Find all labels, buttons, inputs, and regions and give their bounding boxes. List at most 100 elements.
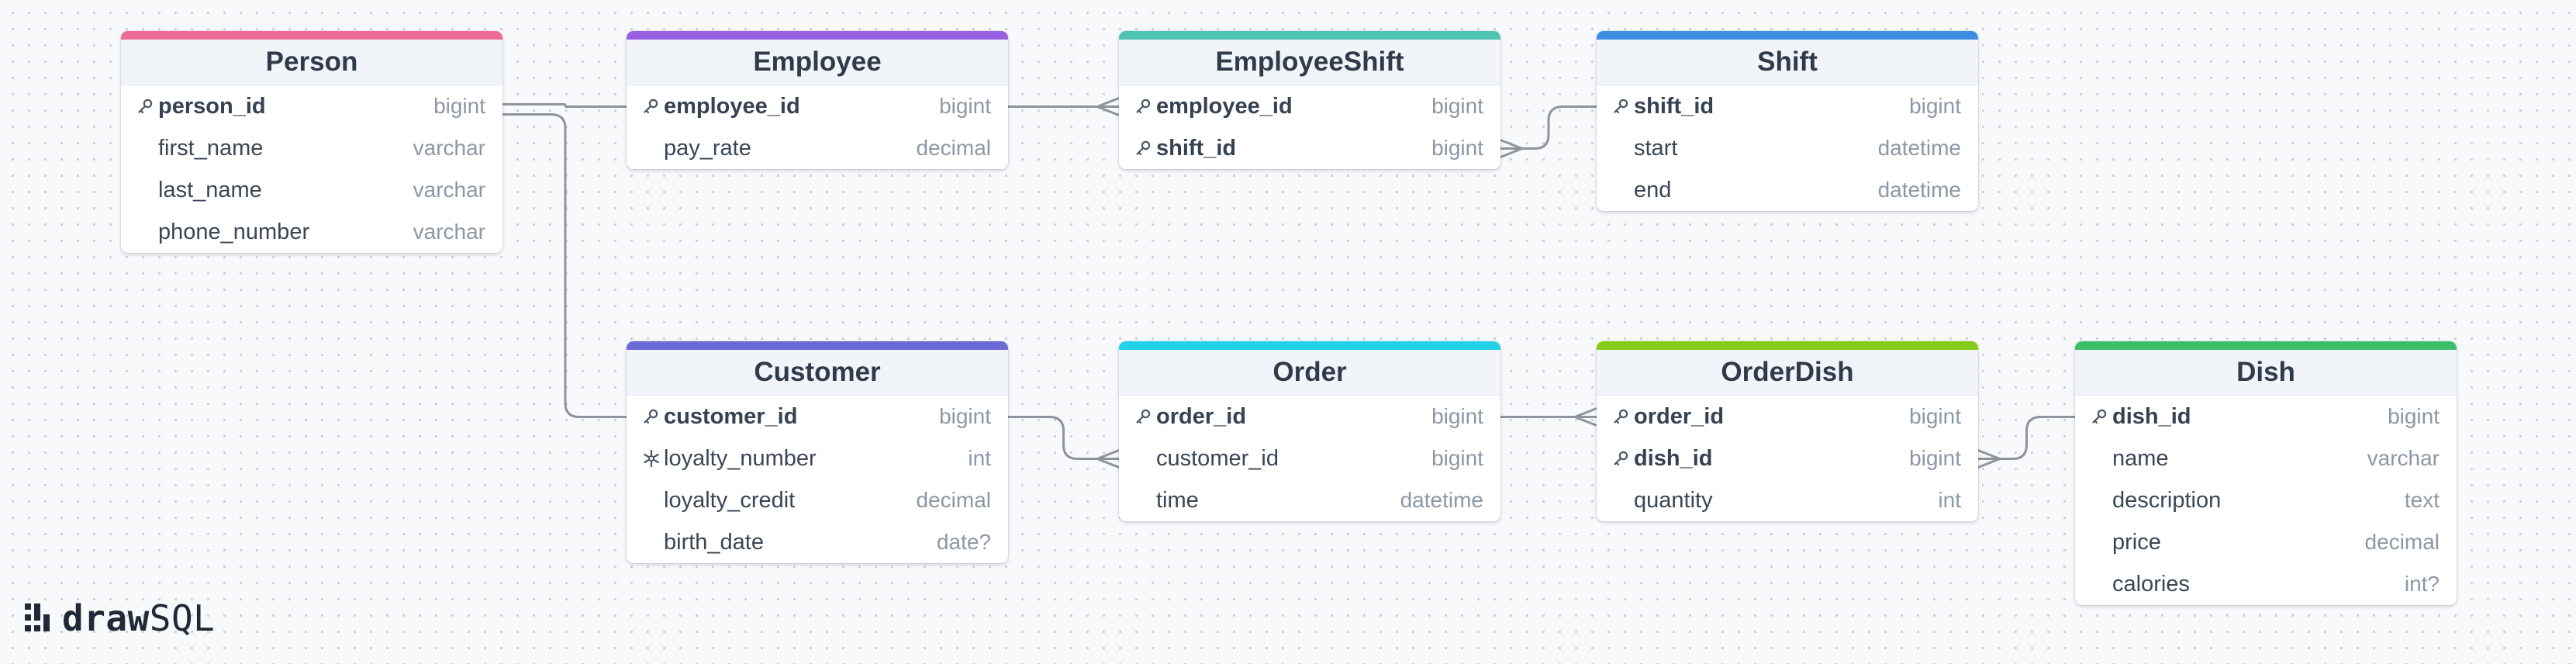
column-type: varchar: [413, 220, 485, 244]
column-type: bigint: [1909, 404, 1961, 428]
table-title[interactable]: EmployeeShift: [1119, 40, 1500, 85]
logo-text-sql: SQL: [149, 597, 216, 639]
column-type: varchar: [2367, 446, 2440, 470]
column-type: varchar: [413, 178, 485, 202]
primary-key-icon: [1134, 140, 1156, 157]
column-row-description[interactable]: description text: [2075, 479, 2457, 521]
table-title[interactable]: Customer: [627, 350, 1008, 396]
column-row-pay-rate[interactable]: pay_rate decimal: [627, 127, 1008, 169]
relation-line: [502, 113, 627, 418]
column-name: first_name: [158, 135, 264, 161]
column-name: last_name: [158, 177, 262, 202]
column-name: shift_id: [1156, 135, 1237, 161]
primary-key-icon: [642, 98, 664, 115]
column-row-loyalty-credit[interactable]: loyalty_credit decimal: [627, 479, 1008, 521]
table-color-bar: [627, 31, 1008, 40]
primary-key-icon: [642, 408, 664, 425]
column-type: int: [968, 446, 991, 470]
drawsql-logo: drawSQL: [23, 597, 215, 639]
table-title[interactable]: Person: [121, 40, 502, 85]
column-name: customer_id: [664, 403, 798, 429]
relation-line: [502, 103, 627, 108]
column-name: birth_date: [664, 529, 764, 555]
column-row-dish-id[interactable]: dish_id bigint: [2075, 396, 2457, 437]
table-title[interactable]: Order: [1119, 350, 1500, 396]
column-row-time[interactable]: time datetime: [1119, 479, 1500, 521]
table-title[interactable]: Shift: [1597, 40, 1978, 85]
column-name: person_id: [158, 93, 266, 119]
primary-key-icon: [1612, 408, 1634, 425]
column-name: end: [1634, 177, 1672, 202]
column-type: bigint: [1431, 94, 1483, 118]
column-type: bigint: [939, 94, 991, 118]
unique-key-icon: [642, 449, 664, 468]
column-type: decimal: [916, 136, 991, 160]
column-type: bigint: [939, 404, 991, 428]
primary-key-icon: [1612, 98, 1634, 115]
column-type: bigint: [1909, 446, 1961, 470]
column-row-end[interactable]: end datetime: [1597, 169, 1978, 211]
table-dish[interactable]: Dish dish_id bigint name varchar description t…: [2075, 341, 2457, 605]
column-row-quantity[interactable]: quantity int: [1597, 479, 1978, 521]
column-type: decimal: [2364, 530, 2440, 554]
primary-key-icon: [136, 98, 158, 115]
table-title[interactable]: Dish: [2075, 350, 2457, 396]
column-type: datetime: [1877, 178, 1961, 202]
relation-line: [1008, 416, 1119, 460]
primary-key-icon: [1134, 98, 1156, 115]
column-name: description: [2112, 487, 2222, 513]
table-color-bar: [121, 31, 502, 40]
column-row-last-name[interactable]: last_name varchar: [121, 169, 502, 211]
table-color-bar: [1119, 341, 1500, 350]
crows-foot-marker: [1500, 139, 1523, 158]
column-type: int: [1938, 488, 1961, 512]
column-type: text: [2404, 488, 2440, 512]
column-name: pay_rate: [664, 135, 751, 161]
table-color-bar: [2075, 341, 2457, 350]
column-type: decimal: [916, 488, 991, 512]
column-name: start: [1634, 135, 1678, 161]
column-row-name[interactable]: name varchar: [2075, 437, 2457, 479]
table-title[interactable]: Employee: [627, 40, 1008, 85]
column-type: bigint: [2388, 404, 2440, 428]
column-row-order-id[interactable]: order_id bigint: [1597, 396, 1978, 437]
logo-text-draw: draw: [62, 597, 150, 639]
column-name: order_id: [1634, 403, 1725, 429]
column-name: loyalty_credit: [664, 487, 796, 513]
crows-foot-marker: [1096, 449, 1120, 469]
column-name: time: [1156, 487, 1199, 513]
table-color-bar: [1597, 31, 1978, 40]
column-type: datetime: [1400, 488, 1483, 512]
column-row-shift-id[interactable]: shift_id bigint: [1119, 127, 1500, 169]
column-name: quantity: [1634, 487, 1713, 513]
primary-key-icon: [1612, 450, 1634, 467]
column-name: name: [2112, 445, 2169, 471]
column-row-customer-id[interactable]: customer_id bigint: [627, 396, 1008, 437]
table-title[interactable]: OrderDish: [1597, 350, 1978, 396]
crows-foot-marker: [1096, 97, 1120, 116]
column-type: bigint: [1431, 136, 1483, 160]
table-color-bar: [1597, 341, 1978, 350]
column-name: dish_id: [2112, 403, 2191, 429]
